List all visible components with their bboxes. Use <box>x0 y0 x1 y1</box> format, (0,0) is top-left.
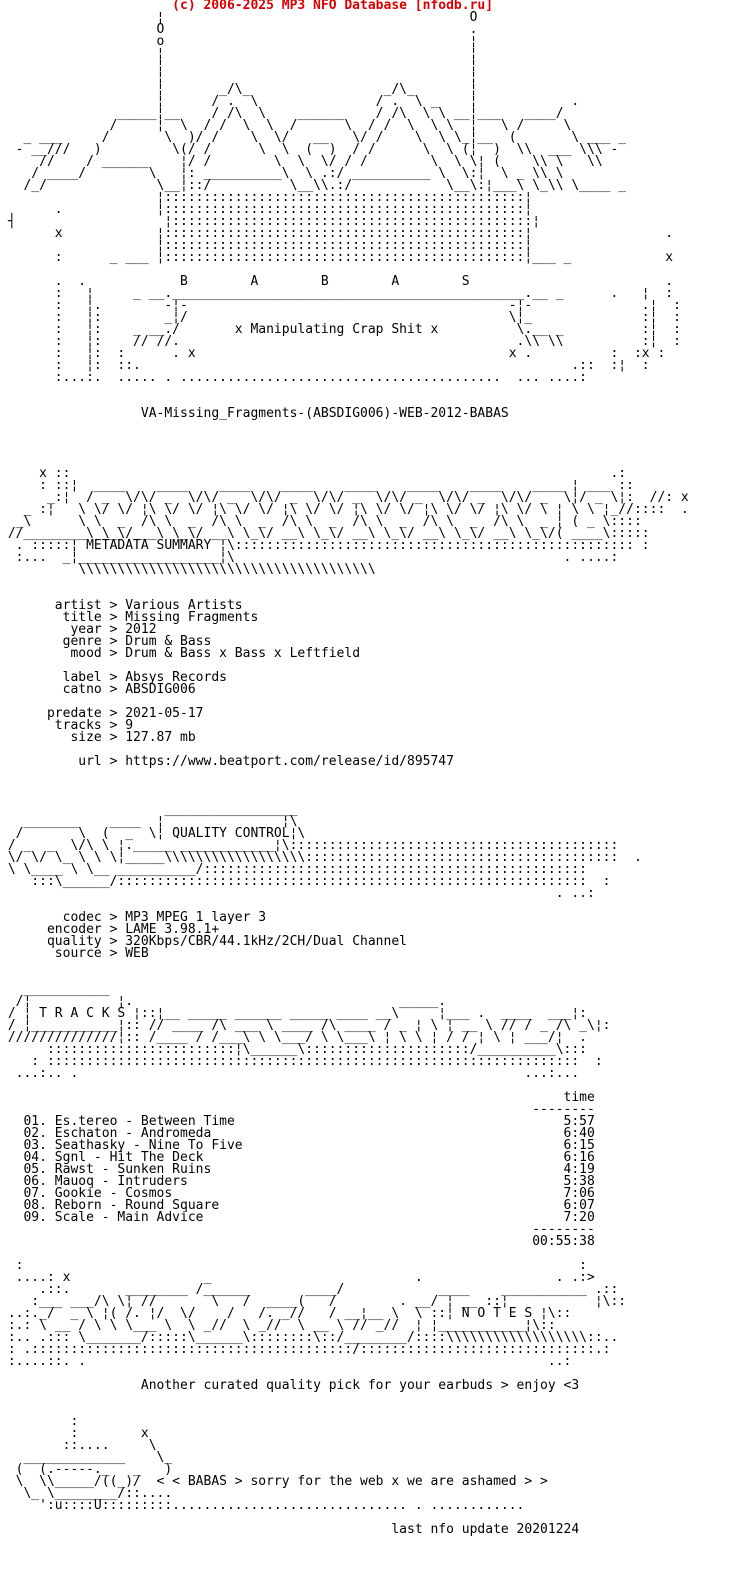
nfo-body: ¦ O O . o ¦ ¦ <box>7 10 689 1537</box>
copyright-header: (c) 2006-2025 MP3 NFO Database [nfodb.ru… <box>172 0 494 13</box>
